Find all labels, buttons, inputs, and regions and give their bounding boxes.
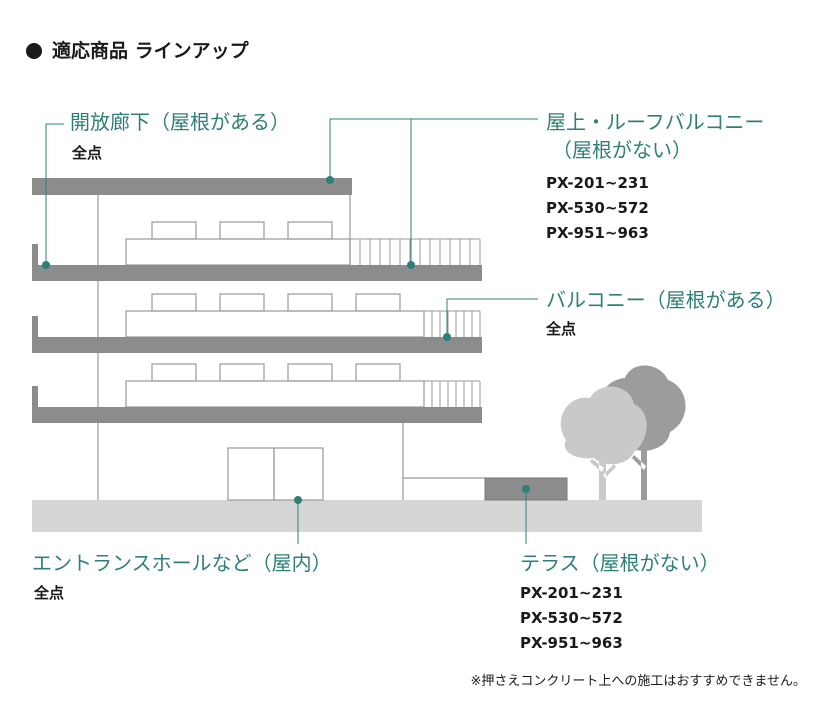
open-corridor-dot [42, 261, 50, 269]
leader-dots [42, 176, 530, 504]
entrance-sub: 全点 [34, 584, 65, 602]
open-corridor-sub: 全点 [72, 144, 103, 162]
rooftop-code-3: PX-951~963 [546, 224, 649, 242]
bullet-icon [26, 43, 42, 59]
railings [350, 238, 481, 407]
rooftop-code-1: PX-201~231 [546, 174, 649, 192]
rooftop-dot [326, 176, 334, 184]
terrace-label: テラス（屋根がない） [520, 551, 720, 575]
entrance-label: エントランスホールなど（屋内） [32, 551, 332, 575]
section-heading: 適応商品 ラインアップ [26, 36, 249, 63]
tree-front [560, 386, 647, 500]
rooftop-code-2: PX-530~572 [546, 199, 649, 217]
leader-lines [45, 118, 538, 544]
terrace-code-3: PX-951~963 [520, 634, 623, 652]
footnote: ※押さえコンクリート上への施工はおすすめできません。 [470, 674, 806, 689]
rooftop-label-2: （屋根がない） [552, 138, 692, 162]
rooftop-label: 屋上・ルーフバルコニー [546, 110, 765, 134]
section-heading-text: 適応商品 ラインアップ [52, 40, 249, 62]
terrace-code-2: PX-530~572 [520, 609, 623, 627]
balcony-dot [443, 333, 451, 341]
balcony-sub: 全点 [546, 320, 577, 338]
ground-slab [32, 500, 702, 532]
balcony-label: バルコニー（屋根がある） [546, 288, 786, 312]
terrace-dot [522, 485, 530, 493]
entrance-dot [294, 496, 302, 504]
open-corridor-label: 開放廊下（屋根がある） [70, 110, 290, 134]
floor-slabs [32, 178, 568, 501]
roof-balcony-dot [407, 261, 415, 269]
terrace-code-1: PX-201~231 [520, 584, 623, 602]
